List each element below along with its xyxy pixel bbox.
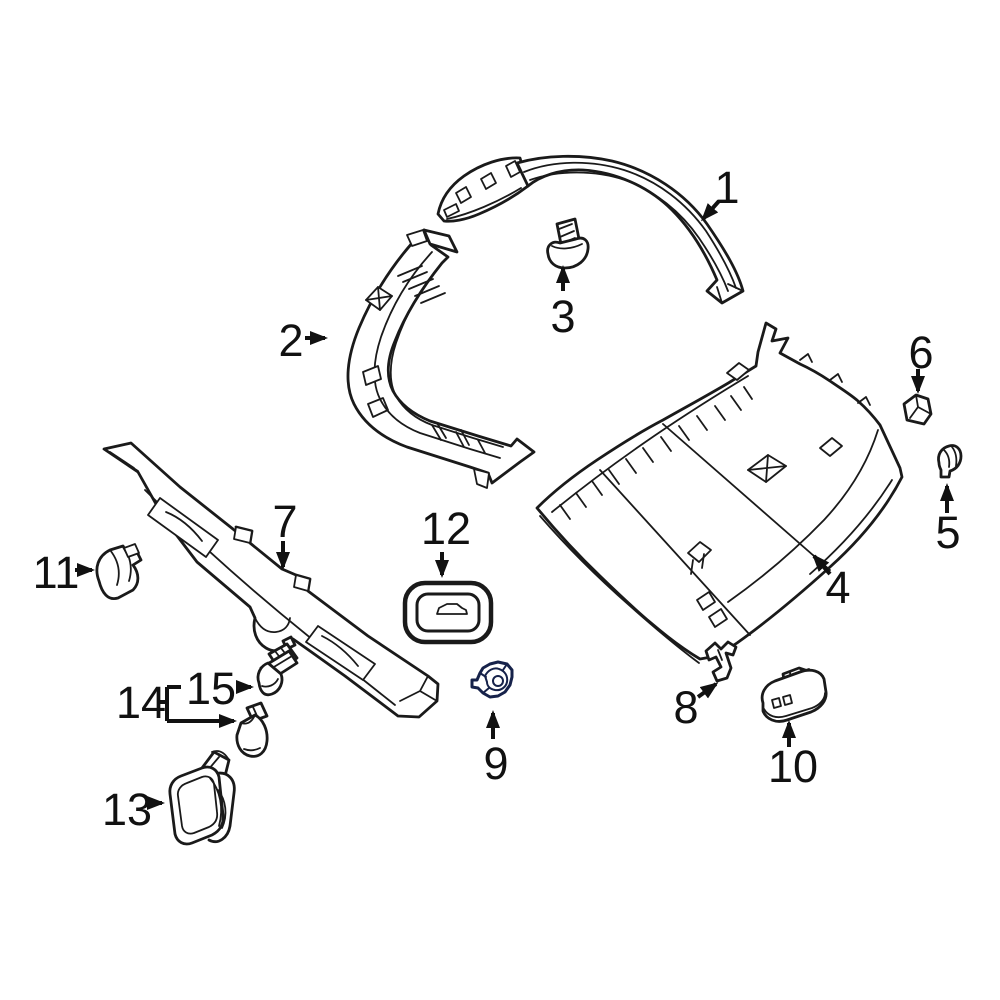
callout-8-arrow bbox=[696, 682, 719, 699]
callout-12[interactable]: 12 bbox=[421, 503, 471, 578]
part-10-lamp-unit bbox=[760, 666, 828, 723]
callout-11[interactable]: 11 bbox=[33, 547, 95, 598]
callout-6[interactable]: 6 bbox=[908, 327, 934, 394]
part-11-clip bbox=[95, 543, 143, 601]
callout-12-label[interactable]: 12 bbox=[421, 503, 471, 554]
callout-14-label[interactable]: 14 bbox=[116, 677, 166, 728]
callout-1-arrow bbox=[701, 199, 721, 222]
callout-1[interactable]: 1 bbox=[701, 162, 740, 222]
callout-9-label[interactable]: 9 bbox=[483, 738, 508, 789]
callout-6-label[interactable]: 6 bbox=[908, 327, 933, 378]
part-15-bulb-socket bbox=[256, 635, 299, 697]
callout-10[interactable]: 10 bbox=[768, 720, 818, 792]
part-5-clip bbox=[937, 444, 963, 479]
part-4-liftgate-trim-panel bbox=[535, 321, 904, 664]
part-1-upper-trim-strip bbox=[436, 154, 745, 305]
part-2-window-frame-trim bbox=[346, 228, 536, 489]
callout-2[interactable]: 2 bbox=[278, 315, 328, 366]
callout-4-label[interactable]: 4 bbox=[825, 562, 850, 613]
callout-15[interactable]: 15 bbox=[186, 663, 254, 714]
callout-9[interactable]: 9 bbox=[483, 710, 509, 789]
callout-5-label[interactable]: 5 bbox=[935, 507, 960, 558]
callout-15-label[interactable]: 15 bbox=[186, 663, 236, 714]
callout-7[interactable]: 7 bbox=[272, 496, 298, 570]
callout-4-arrow bbox=[812, 553, 832, 576]
callout-3[interactable]: 3 bbox=[550, 265, 576, 342]
callout-3-label[interactable]: 3 bbox=[550, 291, 575, 342]
callout-5[interactable]: 5 bbox=[935, 483, 961, 558]
callout-4[interactable]: 4 bbox=[812, 553, 851, 613]
part-9-highlighted-clip[interactable] bbox=[470, 660, 514, 699]
part-7-lower-trim-strip bbox=[102, 441, 440, 719]
callout-13-label[interactable]: 13 bbox=[102, 784, 152, 835]
callout-8[interactable]: 8 bbox=[673, 682, 719, 733]
callout-7-label[interactable]: 7 bbox=[272, 496, 297, 547]
car-icon bbox=[436, 603, 468, 615]
callout-10-label[interactable]: 10 bbox=[768, 741, 818, 792]
part-3-clip bbox=[546, 217, 590, 270]
callout-2-label[interactable]: 2 bbox=[278, 315, 303, 366]
callout-13[interactable]: 13 bbox=[102, 784, 165, 835]
part-14-bulb bbox=[235, 701, 269, 758]
callout-11-label[interactable]: 11 bbox=[33, 547, 80, 598]
part-8-hook-bracket bbox=[704, 640, 738, 683]
callout-8-label[interactable]: 8 bbox=[673, 682, 698, 733]
part-6-bracket bbox=[902, 393, 933, 426]
callout-14[interactable]: 14 bbox=[116, 677, 237, 728]
part-13-lamp-housing bbox=[168, 750, 236, 846]
part-12-bezel bbox=[402, 580, 494, 645]
callout-1-label[interactable]: 1 bbox=[714, 162, 739, 213]
